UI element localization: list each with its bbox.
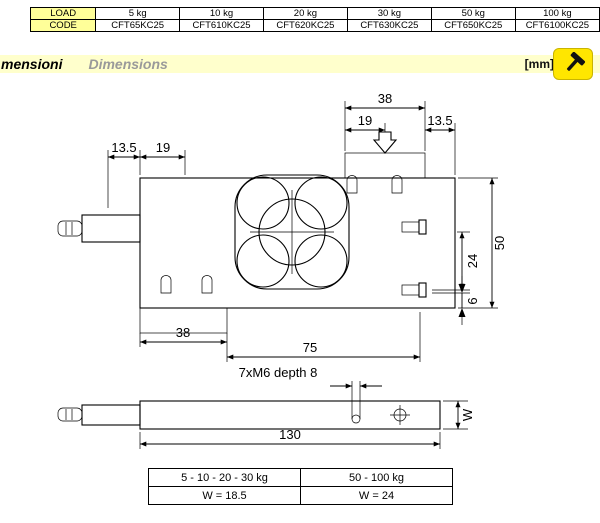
dim-w: W: [460, 408, 475, 421]
mount-hatch-top-right: [344, 152, 426, 179]
flexure-cutout: [234, 174, 350, 290]
mounting-screws-horizontal: [401, 219, 427, 298]
dim-130: 130: [279, 427, 301, 442]
dim-left-13-5: 13.5: [111, 140, 136, 155]
dim-top-13-5: 13.5: [427, 113, 452, 128]
hammer-tools-icon: [553, 48, 593, 80]
code-value: CFT650KC25: [430, 19, 516, 32]
w-table-header: 50 - 100 kg: [300, 468, 453, 487]
load-code-table: LOAD 5 kg 10 kg 20 kg 30 kg 50 kg 100 kg…: [29, 7, 600, 32]
dim-top-19: 19: [358, 113, 372, 128]
code-value: CFT630KC25: [346, 19, 432, 32]
section-title-english: Dimensions: [88, 56, 168, 72]
dim-top-38: 38: [378, 91, 392, 106]
top-view: 38 19 13.5 13.5 19: [57, 91, 507, 362]
units-label: [mm]: [524, 57, 554, 71]
w-dimension-table: 5 - 10 - 20 - 30 kg 50 - 100 kg W = 18.5…: [148, 468, 453, 505]
dim-bottom-75: 75: [303, 340, 317, 355]
load-row-label: LOAD: [29, 7, 97, 20]
load-row: LOAD 5 kg 10 kg 20 kg 30 kg 50 kg 100 kg: [29, 7, 600, 20]
hammer-glyph: [566, 52, 586, 71]
dim-right-24: 24: [465, 254, 480, 268]
crosshair-hole: [390, 405, 410, 425]
dimension-drawing: 38 19 13.5 13.5 19: [57, 91, 507, 449]
load-value: 5 kg: [95, 7, 181, 20]
dim-group-right: 50 24 6: [432, 177, 507, 325]
w-table-value-row: W = 18.5 W = 24: [148, 486, 453, 505]
load-value: 50 kg: [430, 7, 516, 20]
dim-left-19: 19: [156, 140, 170, 155]
section-title-italian: mensioni: [1, 56, 63, 72]
load-value: 20 kg: [262, 7, 348, 20]
section-header-band: mensioni Dimensions [mm]: [0, 55, 600, 73]
code-row: CODE CFT65KC25 CFT610KC25 CFT620KC25 CFT…: [29, 19, 600, 32]
dim-group-top: 38 19 13.5: [344, 91, 456, 175]
code-value: CFT6100KC25: [514, 19, 600, 32]
load-value: 10 kg: [179, 7, 264, 20]
mounting-screws-vertical: [160, 175, 403, 294]
w-table-header-row: 5 - 10 - 20 - 30 kg 50 - 100 kg: [148, 468, 453, 487]
cable-gland-side-view: [57, 404, 141, 426]
hole-note: 7xM6 depth 8: [239, 365, 318, 380]
dim-group-130: 130: [139, 427, 441, 449]
side-view: 7xM6 depth 8 W 130: [57, 365, 475, 449]
dim-right-6: 6: [465, 297, 480, 304]
code-value: CFT65KC25: [95, 19, 181, 32]
m6-hole: 7xM6 depth 8: [239, 365, 382, 424]
dim-group-left: 13.5 19: [107, 140, 186, 208]
load-value: 100 kg: [514, 7, 600, 20]
code-value: CFT610KC25: [179, 19, 264, 32]
dim-right-50: 50: [492, 236, 507, 250]
w-table-header: 5 - 10 - 20 - 30 kg: [148, 468, 301, 487]
code-value: CFT620KC25: [262, 19, 348, 32]
dim-group-w: W: [443, 400, 475, 430]
cable-gland-top-view: [57, 214, 141, 243]
w-table-value: W = 18.5: [148, 486, 301, 505]
code-row-label: CODE: [29, 19, 97, 32]
load-cell-body-top-view: [139, 177, 456, 309]
w-table-value: W = 24: [300, 486, 453, 505]
dim-group-bottom: 38 75: [139, 312, 421, 362]
dim-bottom-38: 38: [176, 325, 190, 340]
load-value: 30 kg: [346, 7, 432, 20]
load-direction-arrow: [372, 131, 398, 154]
